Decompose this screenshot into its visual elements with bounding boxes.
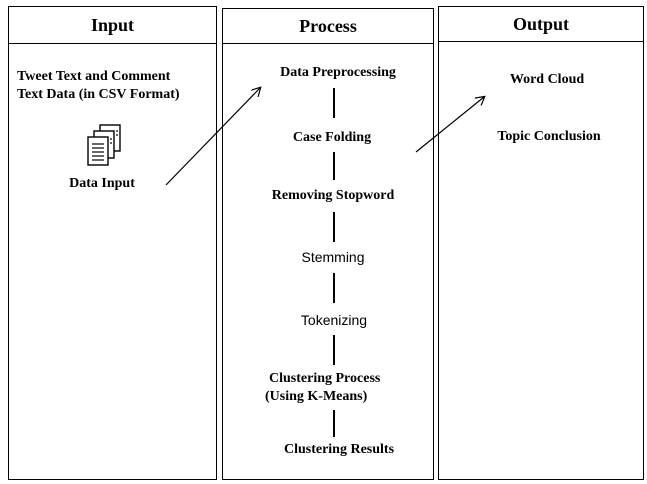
input-panel: Input xyxy=(8,6,217,480)
step-using-k-means: (Using K-Means) xyxy=(265,389,368,404)
connector-line xyxy=(333,410,335,437)
input-header: Input xyxy=(9,7,216,44)
source-line-2: Text Data (in CSV Format) xyxy=(17,87,180,102)
source-line-1: Tweet Text and Comment xyxy=(17,69,171,84)
data-input-label: Data Input xyxy=(69,176,135,191)
output-header: Output xyxy=(439,7,643,42)
source-data-description: Tweet Text and Comment Text Data (in CSV… xyxy=(17,68,217,104)
connector-line xyxy=(333,88,335,118)
connector-line xyxy=(333,335,335,365)
output-word-cloud: Word Cloud xyxy=(509,72,585,87)
document-stack-icon xyxy=(87,124,121,166)
output-topic-conclusion: Topic Conclusion xyxy=(497,129,601,144)
connector-line xyxy=(333,212,335,242)
step-data-preprocessing: Data Preprocessing xyxy=(280,65,396,80)
connector-line xyxy=(333,273,335,303)
output-panel: Output xyxy=(438,6,644,480)
step-clustering-results: Clustering Results xyxy=(283,442,395,457)
step-clustering-process: Clustering Process xyxy=(269,371,381,386)
step-tokenizing: Tokenizing xyxy=(300,312,368,328)
step-removing-stopword: Removing Stopword xyxy=(271,188,395,203)
step-case-folding: Case Folding xyxy=(292,130,372,145)
process-header: Process xyxy=(223,9,433,44)
step-stemming: Stemming xyxy=(301,249,365,265)
connector-line xyxy=(333,152,335,180)
